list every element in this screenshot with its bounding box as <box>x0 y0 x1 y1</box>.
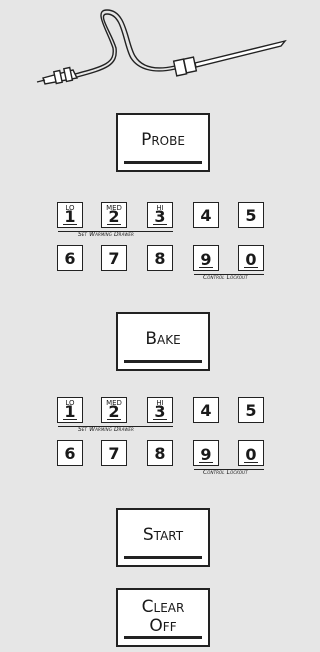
key-0[interactable]: 0 <box>238 440 264 466</box>
off-label: Off <box>149 616 176 636</box>
key-underline <box>244 267 258 269</box>
key-2-med[interactable]: MED 2 <box>101 202 127 228</box>
key-5[interactable]: 5 <box>238 397 264 423</box>
key-number: 6 <box>58 446 82 462</box>
key-9[interactable]: 9 <box>193 440 219 466</box>
bake-button[interactable]: Bake <box>116 312 210 371</box>
key-number: 7 <box>102 251 126 267</box>
probe-button[interactable]: Probe <box>116 113 210 172</box>
bake-button-label: Bake <box>145 330 180 349</box>
key-number: 8 <box>148 251 172 267</box>
control-lockout-caption: Control Lockout <box>203 469 248 476</box>
key-1-lo[interactable]: LO 1 <box>57 397 83 423</box>
key-2-med[interactable]: MED 2 <box>101 397 127 423</box>
key-6[interactable]: 6 <box>57 440 83 466</box>
key-3-hi[interactable]: HI 3 <box>147 397 173 423</box>
key-8[interactable]: 8 <box>147 245 173 271</box>
key-number: 5 <box>239 403 263 419</box>
key-0[interactable]: 0 <box>238 245 264 271</box>
key-7[interactable]: 7 <box>101 245 127 271</box>
clear-off-button[interactable]: Clear Off <box>116 588 210 647</box>
key-1-lo[interactable]: LO 1 <box>57 202 83 228</box>
key-underline <box>199 267 213 269</box>
key-number: 7 <box>102 446 126 462</box>
probe-indicator-bar <box>124 161 202 164</box>
warming-drawer-caption: Set Warming Drawer <box>78 231 134 238</box>
key-3-hi[interactable]: HI 3 <box>147 202 173 228</box>
start-indicator-bar <box>124 556 202 559</box>
key-4[interactable]: 4 <box>193 202 219 228</box>
key-number: 4 <box>194 403 218 419</box>
key-underline <box>107 224 121 226</box>
start-button[interactable]: Start <box>116 508 210 567</box>
temperature-probe-illustration <box>35 8 290 98</box>
key-underline <box>63 224 77 226</box>
clear-off-button-label: Clear Off <box>142 598 185 636</box>
key-underline <box>244 462 258 464</box>
key-7[interactable]: 7 <box>101 440 127 466</box>
warming-drawer-caption: Set Warming Drawer <box>78 426 134 433</box>
probe-button-label: Probe <box>141 131 185 150</box>
clear-off-indicator-bar <box>124 636 202 639</box>
key-number: 5 <box>239 208 263 224</box>
control-lockout-caption: Control Lockout <box>203 274 248 281</box>
key-number: 8 <box>148 446 172 462</box>
key-underline <box>199 462 213 464</box>
key-number: 4 <box>194 208 218 224</box>
key-underline <box>153 419 167 421</box>
key-5[interactable]: 5 <box>238 202 264 228</box>
key-underline <box>153 224 167 226</box>
key-underline <box>63 419 77 421</box>
key-4[interactable]: 4 <box>193 397 219 423</box>
key-9[interactable]: 9 <box>193 245 219 271</box>
bake-indicator-bar <box>124 360 202 363</box>
key-underline <box>107 419 121 421</box>
start-button-label: Start <box>143 526 183 545</box>
key-6[interactable]: 6 <box>57 245 83 271</box>
key-number: 6 <box>58 251 82 267</box>
clear-label: Clear <box>142 597 185 617</box>
key-8[interactable]: 8 <box>147 440 173 466</box>
